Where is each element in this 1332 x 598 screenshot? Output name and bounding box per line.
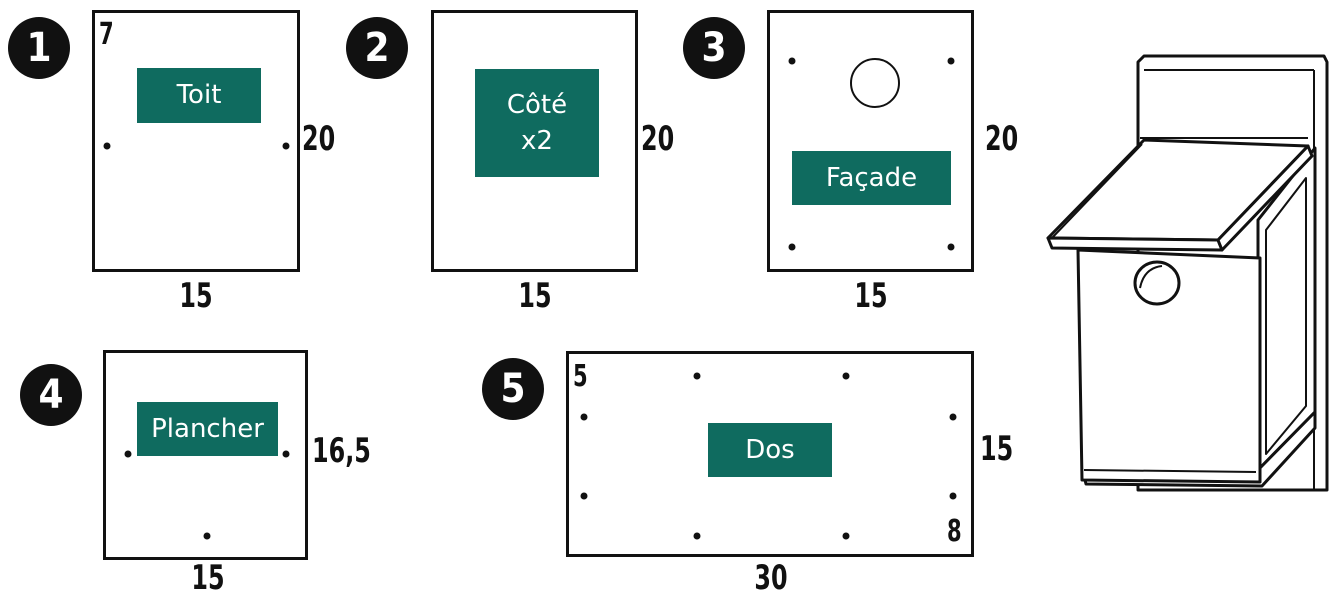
screw-hole-dot <box>282 142 290 150</box>
inset-dimension: 8 <box>947 514 962 549</box>
entrance-hole <box>850 58 900 108</box>
screw-hole-dot <box>282 450 290 458</box>
screw-hole-dot <box>788 243 796 251</box>
width-dimension: 15 <box>179 276 213 316</box>
piece-panel-roof: Toit <box>92 10 300 272</box>
width-dimension: 30 <box>754 558 788 598</box>
piece-panel-side: Côté x2 <box>431 10 638 272</box>
birdhouse-icon <box>1040 50 1330 500</box>
piece-label: Côté x2 <box>475 69 599 177</box>
width-dimension: 15 <box>191 558 225 598</box>
screw-hole-dot <box>949 413 957 421</box>
piece-panel-front: Façade <box>767 10 974 272</box>
height-dimension: 20 <box>641 119 675 159</box>
height-dimension: 20 <box>985 119 1019 159</box>
screw-hole-dot <box>842 372 850 380</box>
height-dimension: 20 <box>302 119 336 159</box>
screw-hole-dot <box>788 57 796 65</box>
width-dimension: 15 <box>518 276 552 316</box>
screw-hole-dot <box>842 532 850 540</box>
screw-hole-dot <box>949 492 957 500</box>
screw-hole-dot <box>103 142 111 150</box>
inset-dimension: 5 <box>573 359 588 394</box>
height-dimension: 15 <box>980 429 1014 469</box>
width-dimension: 15 <box>854 276 888 316</box>
screw-hole-dot <box>580 413 588 421</box>
piece-panel-floor: Plancher <box>103 350 308 560</box>
piece-label: Toit <box>137 68 261 123</box>
screw-hole-dot <box>947 57 955 65</box>
height-dimension: 16,5 <box>312 431 371 471</box>
piece-number-badge: 4 <box>20 364 82 426</box>
screw-hole-dot <box>124 450 132 458</box>
inset-dimension: 7 <box>99 17 114 52</box>
screw-hole-dot <box>947 243 955 251</box>
screw-hole-dot <box>580 492 588 500</box>
piece-label: Plancher <box>137 402 278 456</box>
piece-number-badge: 1 <box>8 17 70 79</box>
piece-label: Façade <box>792 151 951 205</box>
piece-number-badge: 5 <box>482 358 544 420</box>
piece-number-badge: 3 <box>683 17 745 79</box>
screw-hole-dot <box>693 372 701 380</box>
piece-number-badge: 2 <box>346 17 408 79</box>
piece-panel-back: Dos <box>566 351 974 557</box>
screw-hole-dot <box>203 532 211 540</box>
screw-hole-dot <box>693 532 701 540</box>
piece-label: Dos <box>708 423 832 477</box>
